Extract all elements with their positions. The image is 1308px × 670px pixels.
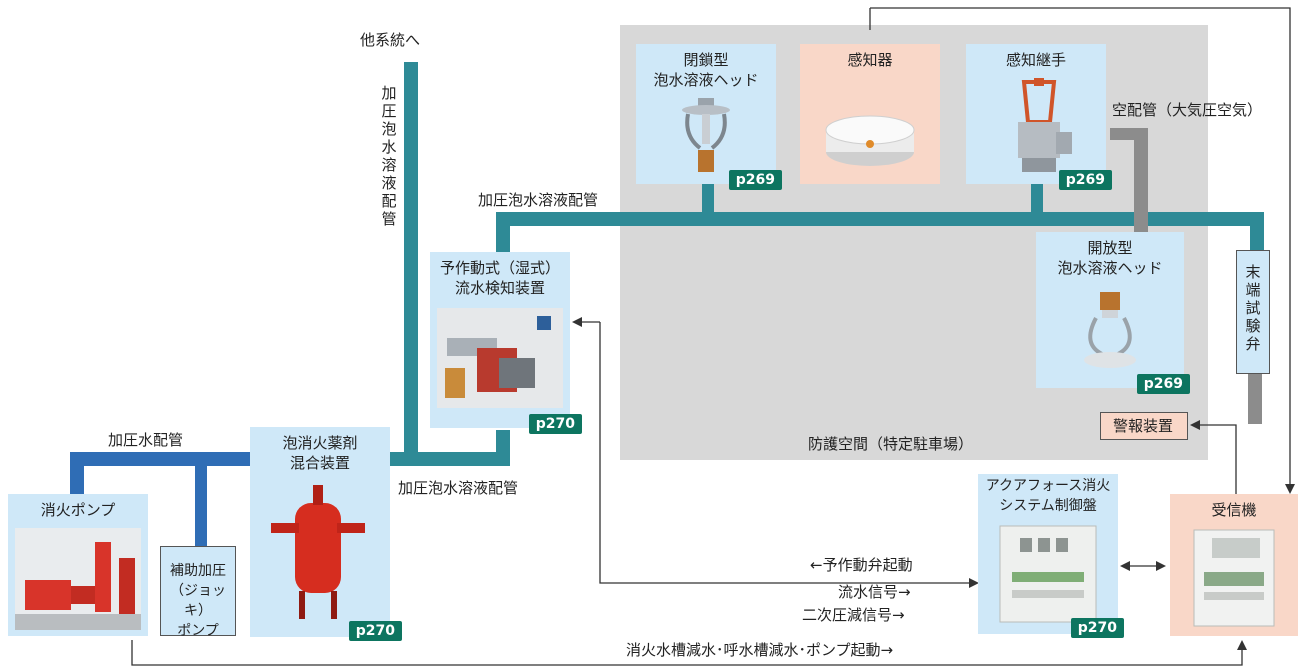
closed-head-title: 閉鎖型 泡水溶液ヘッド (653, 51, 759, 89)
control-panel-box: アクアフォース消火 システム制御盤 p270 (978, 474, 1124, 638)
pressurized-water-pipe (70, 452, 260, 546)
fire-pump-icon (15, 528, 141, 630)
closed-head-page-badge: p269 (728, 170, 782, 190)
open-head-icon (1084, 292, 1136, 368)
jockey-pump-title: 補助加圧 （ジョッキ） ポンプ (170, 563, 226, 639)
to-other-systems-label: 他系統へ (360, 31, 421, 49)
flow-signal-label: 流水信号→ (838, 583, 911, 601)
valve-start-signal-label: ←予作動弁起動 (810, 556, 913, 574)
alarm-device-label: 警報装置 (1113, 417, 1174, 435)
top-foam-pipe-label: 加圧泡水溶液配管 (478, 191, 599, 209)
smoke-detector-icon (825, 115, 915, 166)
foam-mixer-box: 泡消火薬剤 混合装置 p270 (250, 427, 402, 641)
alarm-device-box: 警報装置 (1100, 412, 1188, 440)
open-head-title: 開放型 泡水溶液ヘッド (1057, 239, 1163, 277)
fire-pump-box: 消火ポンプ (8, 494, 148, 636)
detection-joint-title: 感知継手 (1005, 51, 1066, 69)
detection-joint-page-badge: p269 (1058, 170, 1112, 190)
foam-mixer-page-badge: p270 (348, 621, 402, 641)
signal-lines (131, 7, 1291, 666)
signal-arrowheads (572, 317, 1295, 650)
tank-pump-signal-label: 消火水槽減水･呼水槽減水･ポンプ起動→ (626, 641, 894, 659)
sprinkler-head-icon (682, 98, 730, 172)
preaction-valve-icon (437, 308, 563, 408)
receiver-box: 受信機 (1170, 494, 1298, 636)
preaction-valve-title: 予作動式（湿式） 流水検知装置 (439, 259, 560, 297)
detection-joint-box: 感知継手 p269 (966, 44, 1112, 190)
open-head-box: 開放型 泡水溶液ヘッド p269 (1036, 232, 1190, 394)
water-pipe-label: 加圧水配管 (108, 431, 184, 449)
control-panel-icon (999, 525, 1097, 623)
dry-air-pipe (1110, 128, 1262, 424)
foam-solution-pipe (388, 62, 1264, 466)
preaction-valve-box: 予作動式（湿式） 流水検知装置 p270 (430, 252, 582, 434)
detector-box: 感知器 (800, 44, 940, 184)
detection-joint-icon (1018, 78, 1072, 172)
vertical-foam-pipe-label: 加圧泡水溶液配管 (381, 84, 397, 228)
protected-space-label: 防護空間（特定駐車場） (808, 435, 974, 453)
receiver-title: 受信機 (1211, 501, 1257, 519)
open-head-page-badge: p269 (1136, 374, 1190, 394)
bottom-foam-pipe-label: 加圧泡水溶液配管 (398, 479, 519, 497)
test-valve-box: 末端試験弁 (1236, 250, 1270, 374)
preaction-valve-page-badge: p270 (528, 414, 582, 434)
detector-title: 感知器 (847, 51, 893, 69)
jockey-pump-box: 補助加圧 （ジョッキ） ポンプ (160, 546, 236, 639)
closed-head-box: 閉鎖型 泡水溶液ヘッド p269 (636, 44, 782, 190)
foam-mixer-tank-icon (271, 485, 365, 619)
control-panel-title: アクアフォース消火 システム制御盤 (985, 478, 1111, 514)
pressure-drop-signal-label: 二次圧減信号→ (802, 606, 905, 624)
test-valve-label: 末端試験弁 (1245, 263, 1261, 353)
receiver-panel-icon (1193, 529, 1275, 627)
dry-pipe-label: 空配管（大気圧空気） (1112, 101, 1263, 119)
control-panel-page-badge: p270 (1070, 618, 1124, 638)
fire-pump-title: 消火ポンプ (40, 501, 116, 519)
foam-mixer-title: 泡消火薬剤 混合装置 (282, 434, 358, 472)
